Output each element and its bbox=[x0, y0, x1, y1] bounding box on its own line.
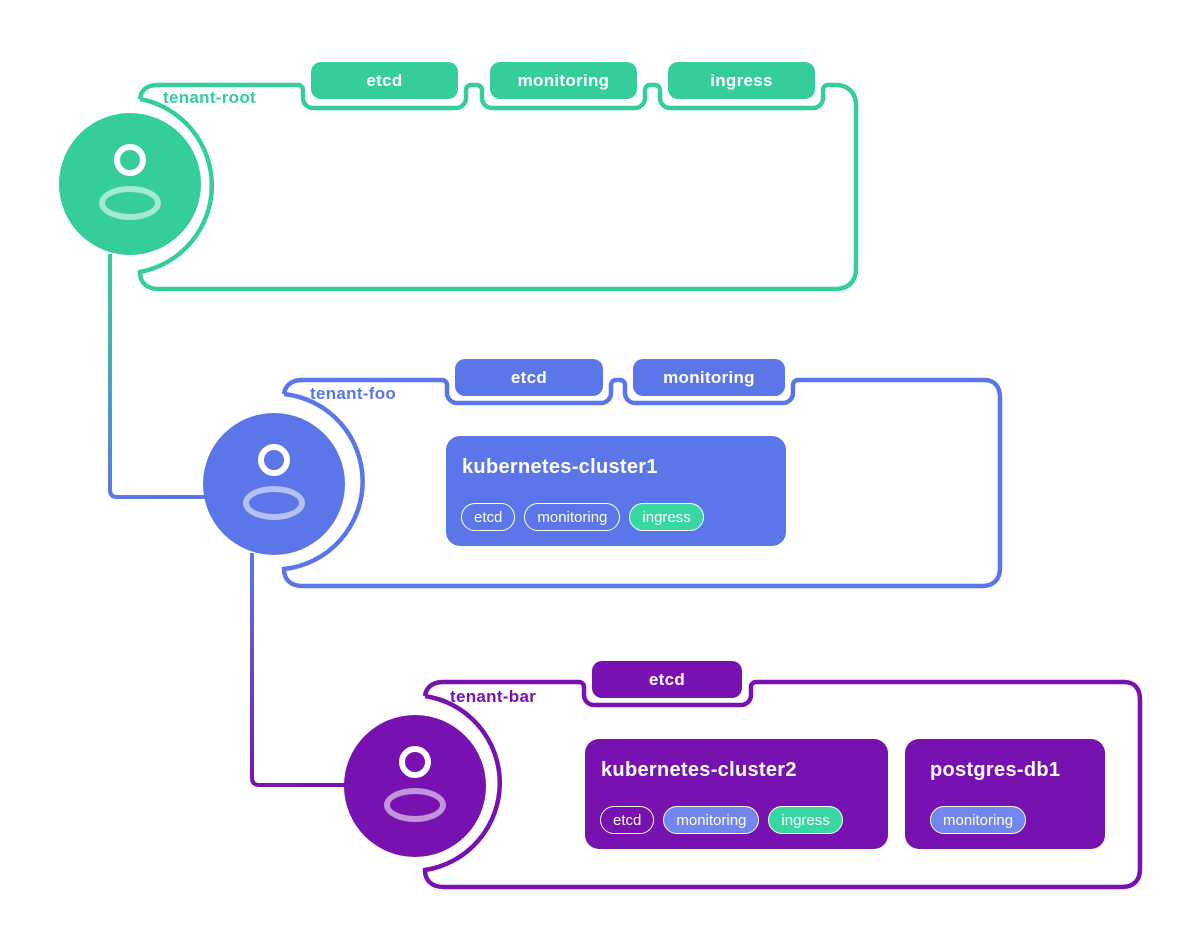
tenant-root-tag-ingress: ingress bbox=[668, 62, 815, 99]
connector-foo-to-bar bbox=[250, 553, 348, 787]
cluster-card-kubernetes-cluster1: kubernetes-cluster1 etcd monitoring ingr… bbox=[446, 436, 786, 546]
tenant-root-border bbox=[137, 82, 859, 292]
user-icon bbox=[399, 746, 431, 778]
user-icon-torso bbox=[99, 186, 161, 220]
cluster-chip-row: etcd monitoring ingress bbox=[461, 503, 704, 531]
tenant-root-label: tenant-root bbox=[163, 88, 257, 107]
cluster-title: kubernetes-cluster1 bbox=[462, 456, 658, 478]
tenant-foo-tag-monitoring: monitoring bbox=[633, 359, 785, 396]
user-icon-torso bbox=[384, 788, 446, 822]
cluster-card-kubernetes-cluster2: kubernetes-cluster2 etcd monitoring ingr… bbox=[585, 739, 888, 849]
cluster-chip-row: monitoring bbox=[930, 806, 1027, 834]
cluster-title: kubernetes-cluster2 bbox=[601, 759, 797, 781]
chip-etcd: etcd bbox=[461, 503, 516, 531]
tenant-root-tag-monitoring: monitoring bbox=[490, 62, 637, 99]
tenant-foo-border bbox=[281, 377, 1003, 589]
tenant-root-tag-etcd: etcd bbox=[311, 62, 458, 99]
tenant-bar-avatar bbox=[344, 715, 486, 857]
tenant-foo-avatar bbox=[203, 413, 345, 555]
chip-ingress: ingress bbox=[768, 806, 843, 834]
chip-ingress: ingress bbox=[629, 503, 704, 531]
tenant-bar-border bbox=[422, 679, 1143, 890]
cluster-chip-row: etcd monitoring ingress bbox=[600, 806, 843, 834]
user-icon bbox=[258, 444, 290, 476]
user-icon bbox=[114, 144, 146, 176]
tenant-bar-tag-etcd: etcd bbox=[592, 661, 742, 698]
chip-monitoring: monitoring bbox=[524, 503, 621, 531]
tenant-bar-label: tenant-bar bbox=[450, 687, 537, 706]
connector-root-to-foo bbox=[108, 254, 208, 499]
tenant-root-avatar bbox=[59, 113, 201, 255]
user-icon-torso bbox=[243, 486, 305, 520]
tenant-foo-label: tenant-foo bbox=[310, 384, 397, 403]
tenant-foo-tag-etcd: etcd bbox=[455, 359, 603, 396]
chip-monitoring: monitoring bbox=[663, 806, 760, 834]
cluster-card-postgres-db1: postgres-db1 monitoring bbox=[905, 739, 1105, 849]
cluster-title: postgres-db1 bbox=[930, 759, 1061, 781]
chip-etcd: etcd bbox=[600, 806, 655, 834]
chip-monitoring: monitoring bbox=[930, 806, 1027, 834]
